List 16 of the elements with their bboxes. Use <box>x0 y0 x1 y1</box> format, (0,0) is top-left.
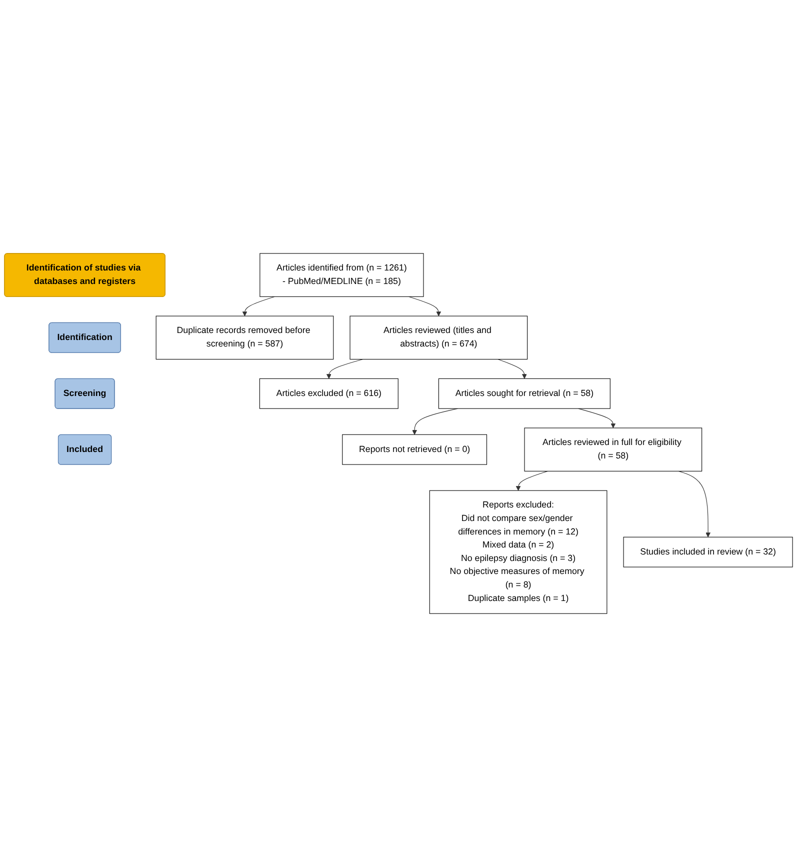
node-box: Articles sought for retrieval (n = 58) <box>438 378 610 409</box>
arrow <box>326 358 364 379</box>
node-box: Reports not retrieved (n = 0) <box>342 434 488 465</box>
arrow <box>242 296 276 316</box>
node-box: Studies included in review (n = 32) <box>623 536 793 568</box>
node-box: Articles identified from (n = 1261) - PubMed/MEDLINE (n = 185) <box>260 253 424 297</box>
node-box: Articles excluded (n = 616) <box>259 378 398 409</box>
arrow <box>678 470 710 538</box>
node-box: Reports excluded: Did not compare sex/gender differences in memory (n = 12) Mixed data (n = 2) No epilepsy diagnosis (n = 3) No objective measures of memory (n = 8) Duplicate samples (n = 1) <box>429 490 608 614</box>
arrow <box>516 470 548 491</box>
arrow <box>498 358 527 379</box>
node-box: Articles reviewed (titles and abstracts) (n = 674) <box>350 316 528 360</box>
arrow <box>578 408 616 428</box>
arrow <box>408 296 442 316</box>
node-box: Duplicate records removed before screening (n = 587) <box>156 316 334 360</box>
node-box: Articles reviewed in full for eligibility (n = 58) <box>524 428 702 472</box>
